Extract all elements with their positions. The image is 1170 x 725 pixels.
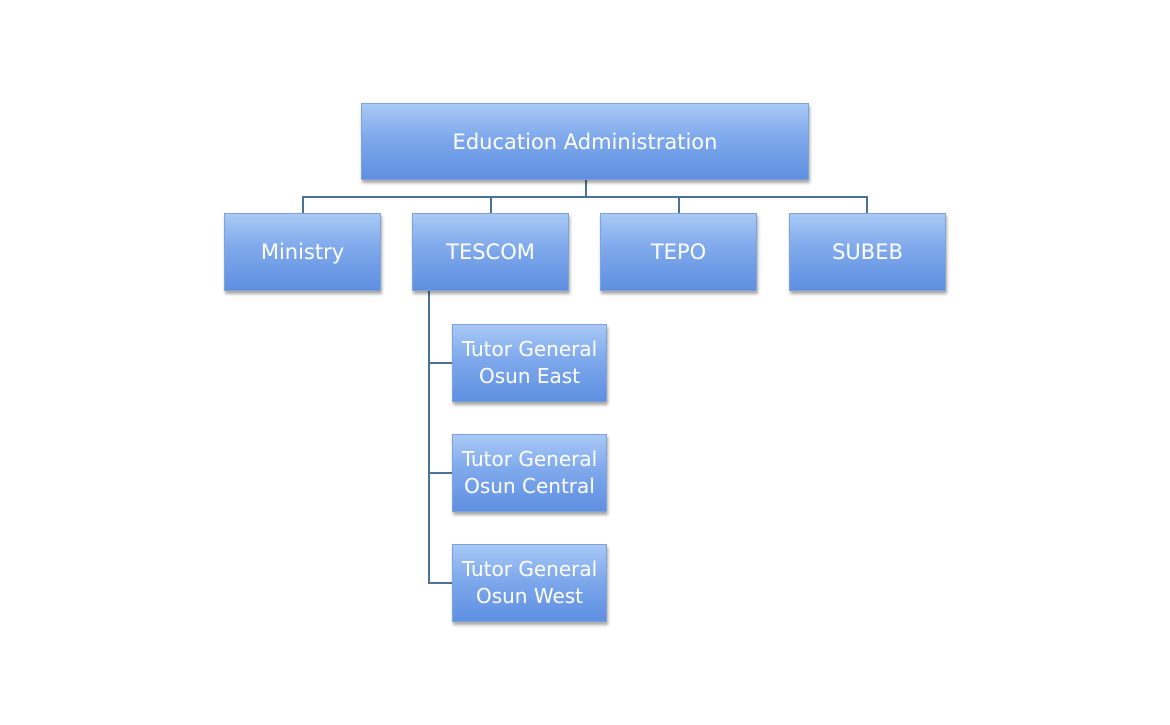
node-label-line1: Tutor General <box>461 337 598 361</box>
node-education-administration: Education Administration <box>361 103 809 180</box>
node-label-line2: Osun Central <box>464 474 595 498</box>
connector-ministry <box>302 196 304 213</box>
node-label-line1: Tutor General <box>461 557 598 581</box>
node-ministry: Ministry <box>224 213 381 291</box>
node-tutor-general-osun-east: Tutor General Osun East <box>452 324 607 402</box>
node-label-line2: Osun West <box>475 584 584 608</box>
node-subeb: SUBEB <box>789 213 946 291</box>
connector-tepo <box>678 196 680 213</box>
connector-horizontal-bus <box>302 196 868 198</box>
node-tutor-general-osun-west: Tutor General Osun West <box>452 544 607 622</box>
node-label: TEPO <box>650 240 707 264</box>
node-label: Education Administration <box>452 129 718 154</box>
node-tutor-general-osun-central: Tutor General Osun Central <box>452 434 607 512</box>
node-label: SUBEB <box>832 240 903 264</box>
node-tescom: TESCOM <box>412 213 569 291</box>
node-tepo: TEPO <box>600 213 757 291</box>
connector-tescom <box>490 196 492 213</box>
connector-tutor-east <box>428 362 452 364</box>
connector-tescom-vertical <box>428 291 430 584</box>
connector-subeb <box>866 196 868 213</box>
connector-tutor-west <box>428 582 452 584</box>
connector-tutor-central <box>428 472 452 474</box>
node-label: Ministry <box>260 240 345 264</box>
node-label-line1: Tutor General <box>461 447 598 471</box>
node-label: TESCOM <box>446 240 535 264</box>
node-label-line2: Osun East <box>478 364 581 388</box>
connector-root-down <box>585 180 587 197</box>
